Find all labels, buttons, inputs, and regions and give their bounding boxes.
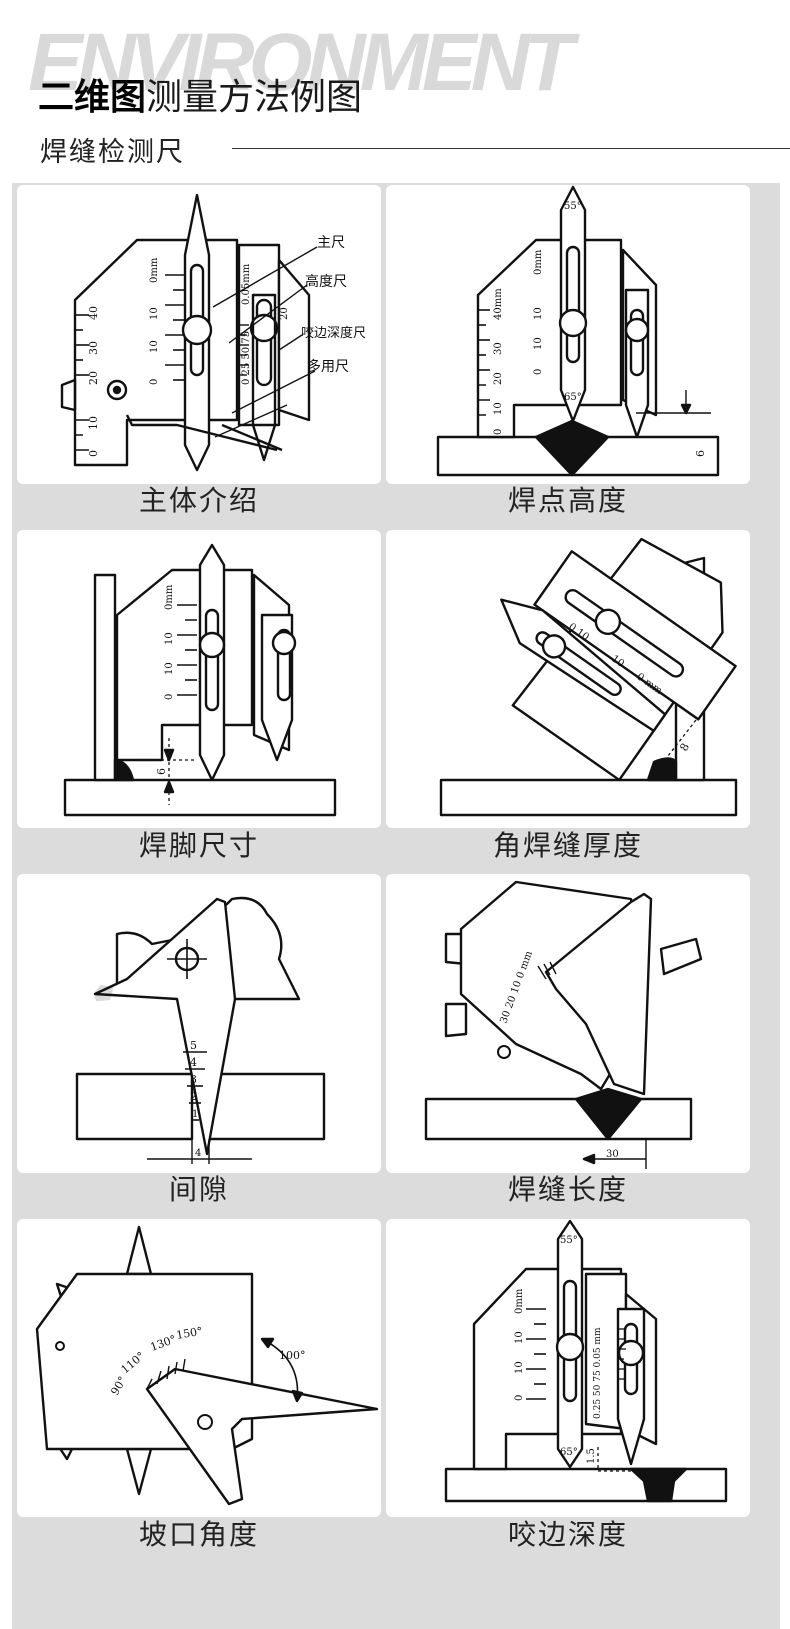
panel5-mark-2: 2 [190,1090,197,1103]
panel2-scale-0b: 0 [533,369,544,375]
caption-gap: 间隙 [168,1173,229,1206]
panel1-scale-40: 40 [87,306,100,320]
caption-fillet-leg: 焊脚尺寸 [138,829,259,862]
panel8-scale-10b: 10 [514,1361,525,1374]
panel8-depth-15: 1.5 [586,1448,597,1464]
panel1-scale-005mm: 0.05mm [241,263,252,305]
panel-undercut-depth: 0mm 10 10 0 55° 65° 0.25 50 75 0.05 mm 1… [386,1219,750,1517]
panel3-scale-10a: 10 [164,632,175,645]
panel3-scale-10b: 10 [164,662,175,675]
label-main-ruler: 主尺 [317,235,345,251]
panel5-mark-4: 4 [190,1056,197,1069]
fillet-throat-diagram: 0 10 10 0 mm 8 [439,537,738,817]
label-height-ruler: 高度尺 [305,273,347,290]
caption-undercut-depth: 咬边深度 [507,1518,628,1551]
panel8-angle-65: 65° [560,1447,578,1458]
panel1-scale-0: 0 [87,450,100,457]
panel3-scale-0: 0 [164,694,175,700]
ruler-body-diagram: 40 30 20 10 0 0mm 10 10 0 0.05mm 0 25 50… [60,193,366,472]
panel2-scale-0: 0 [493,429,504,435]
panel2-scale-10b: 10 [533,337,544,350]
undercut-depth-diagram: 0mm 10 10 0 55° 65° 0.25 50 75 0.05 mm 1… [444,1219,728,1503]
panel-gap: 5 4 3 2 1 4 [17,874,381,1173]
panel8-vernier: 0.25 50 75 0.05 mm [593,1327,603,1419]
panel6-length-30: 30 [606,1149,619,1160]
groove-angle-diagram: 90° 110° 130° 150° 100° [35,1225,379,1506]
fillet-leg-diagram: 0mm 10 10 0 6 [63,543,337,817]
caption-fillet-throat: 角焊缝厚度 [492,829,643,862]
panel2-scale-0mm: 0mm [533,249,544,275]
panel-weld-height: 40mm 30 20 10 0 55° 65° 0mm 10 10 0 6 [386,185,750,484]
panel5-mark-3: 3 [190,1073,197,1086]
panel1-scale-0mm: 0mm [149,257,160,283]
panel8-scale-10a: 10 [514,1331,525,1344]
panel-fillet-leg: 0mm 10 10 0 6 [17,530,381,828]
panel2-scale-10: 10 [493,402,504,415]
label-multi-ruler: 多用尺 [307,358,349,375]
panel2-angle-55: 55° [564,201,582,212]
panel2-scale-30: 30 [493,342,504,355]
panel1-scale-0b: 0 [149,379,160,385]
panel2-angle-65: 65° [564,392,582,403]
panel-weld-length: 30 20 10 0 mm 30 [386,874,750,1173]
panel8-angle-55: 55° [560,1235,578,1246]
caption-body-intro: 主体介绍 [138,484,259,517]
panel7-angle-150: 150° [175,1325,203,1342]
panel3-leg-6: 6 [155,768,168,775]
panel3-scale-0mm: 0mm [164,584,175,610]
panel1-scale-20: 20 [87,371,100,385]
panel8-scale-0: 0 [514,1395,525,1401]
panel2-scale-10a: 10 [533,307,544,320]
weld-length-diagram: 30 20 10 0 mm 30 [424,880,703,1169]
panel2-scale-40mm: 40mm [493,288,504,320]
panel1-scale-10: 10 [87,416,100,430]
panel1-scale-10a: 10 [149,307,160,320]
panel2-scale-20: 20 [493,372,504,385]
caption-weld-height: 焊点高度 [507,484,628,517]
caption-groove-angle: 坡口角度 [138,1518,259,1551]
panel1-scale-30: 30 [87,341,100,355]
panel5-gap-4: 4 [195,1148,201,1159]
panel5-mark-5: 5 [190,1039,197,1052]
watermark-text: ENVIRONMENT [28,17,574,108]
section-subtitle: 焊缝检测尺 [40,137,185,168]
panel8-scale-0mm: 0mm [514,1288,525,1314]
panel-body-intro: 40 30 20 10 0 0mm 10 10 0 0.05mm 0 25 50… [17,185,381,484]
panel5-mark-1: 1 [192,1109,198,1120]
panel2-gap-6: 6 [694,450,707,457]
label-undercut-ruler: 咬边深度尺 [301,325,366,341]
panel-fillet-throat: 0 10 10 0 mm 8 [386,530,750,828]
title-bold: 二维图 [38,77,147,118]
subtitle-divider [232,148,790,149]
panel7-angle-100: 100° [279,1349,306,1362]
panel1-scale-20b: 20 [279,307,290,320]
panel-groove-angle: 90° 110° 130° 150° 100° [17,1219,381,1517]
gap-diagram: 5 4 3 2 1 4 [75,896,326,1164]
weld-height-diagram: 40mm 30 20 10 0 55° 65° 0mm 10 10 0 6 [436,185,720,477]
panel1-scale-10b: 10 [149,340,160,353]
caption-weld-length: 焊缝长度 [507,1173,628,1206]
panel1-vernier: 0 25 50 75 [241,331,252,385]
title-rest: 测量方法例图 [146,77,363,118]
page-title: 二维图测量方法例图 [38,80,362,116]
